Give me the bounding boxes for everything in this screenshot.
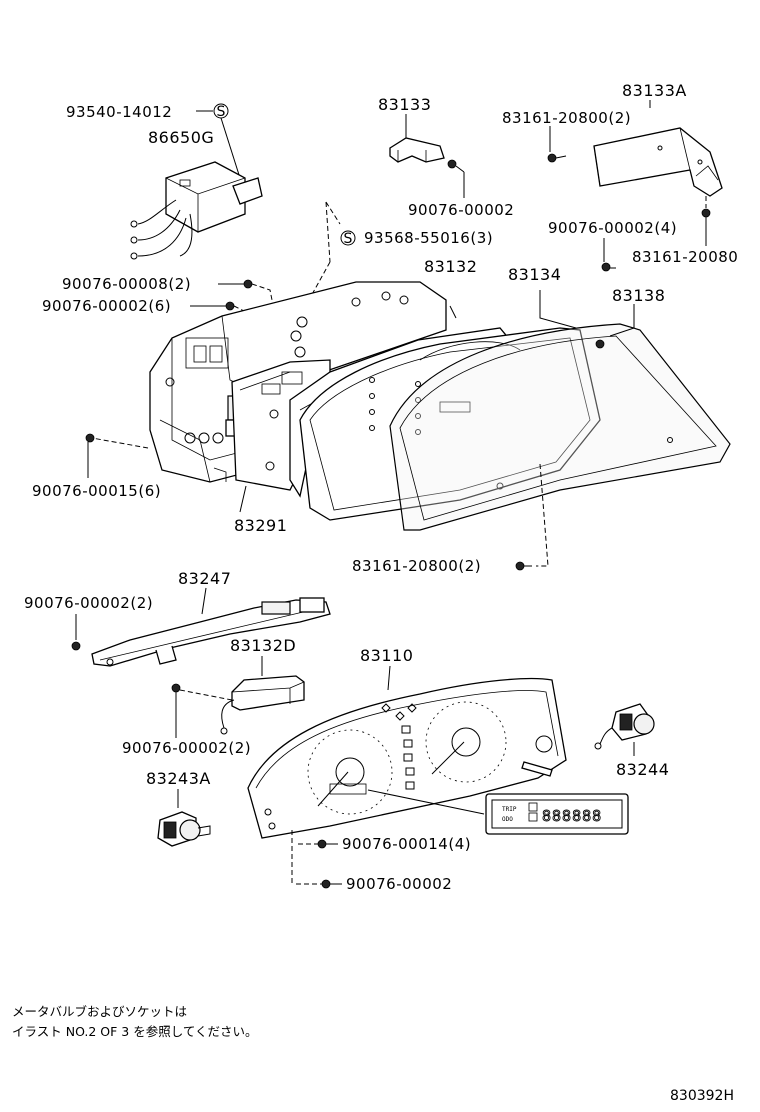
label-90076-00002-2-b: 90076-00002(2)	[122, 739, 251, 757]
label-83133A: 83133A	[622, 81, 687, 100]
label-83291: 83291	[234, 516, 287, 535]
label-83132: 83132	[424, 257, 477, 276]
s-mark-icon-2	[340, 230, 356, 246]
lcd-odo-label: ODO	[502, 816, 513, 823]
cluster-housing-drawing	[85, 281, 731, 571]
label-83134: 83134	[508, 265, 561, 284]
bottom-screws: 90076-00014(4) 90076-00002	[291, 830, 471, 893]
label-90076-00002-bottom: 90076-00002	[346, 875, 452, 893]
label-83244: 83244	[616, 760, 669, 779]
label-90076-00008: 90076-00008(2)	[62, 275, 191, 293]
label-90076-00002-2-a: 90076-00002(2)	[24, 594, 153, 612]
part-93568-drawing: S 93568-55016(3)	[309, 201, 493, 299]
note-line-2: イラスト NO.2 OF 3 を参照してください。	[12, 1024, 258, 1039]
part-83247-drawing: 83247 90076-00002(2)	[24, 569, 331, 667]
part-83133-drawing: 83133 90076-00002	[378, 95, 514, 219]
label-90076-00002-top: 90076-00002	[408, 201, 514, 219]
label-83161-20800-mid: 83161-20800(2)	[352, 557, 481, 575]
lcd-digits: 888888	[542, 807, 602, 825]
label-83133: 83133	[378, 95, 431, 114]
label-93568-55016: 93568-55016(3)	[364, 229, 493, 247]
label-83132D: 83132D	[230, 636, 296, 655]
label-83243A: 83243A	[146, 769, 211, 788]
s-mark-text: S	[217, 104, 226, 120]
label-90076-00002-6: 90076-00002(6)	[42, 297, 171, 315]
label-90076-00014: 90076-00014(4)	[342, 835, 471, 853]
part-83110-drawing: 83110	[247, 646, 567, 839]
note-line-1: メータバルブおよびソケットは	[12, 1004, 187, 1019]
label-83247: 83247	[178, 569, 231, 588]
label-90076-00002-4: 90076-00002(4)	[548, 219, 677, 237]
part-83132D-drawing: 83132D 90076-00002(2)	[122, 636, 305, 757]
s-mark-text-2: S	[344, 231, 353, 247]
part-83244-drawing: 83244	[594, 703, 669, 779]
label-83110: 83110	[360, 646, 413, 665]
label-86650G: 86650G	[148, 128, 214, 147]
odometer-lcd-inset: TRIP ODO 888888	[485, 793, 629, 835]
label-83138: 83138	[612, 286, 665, 305]
figure-code: 830392H	[670, 1088, 734, 1104]
part-83243A-drawing: 83243A	[146, 769, 211, 847]
label-83161-20800-top: 83161-20800(2)	[502, 109, 631, 127]
label-90076-00015: 90076-00015(6)	[32, 482, 161, 500]
label-93540-14012: 93540-14012	[66, 103, 172, 121]
screw-labels-left: 90076-00008(2) 90076-00002(6)	[42, 275, 277, 321]
lcd-trip-label: TRIP	[502, 806, 517, 813]
part-83133A-drawing: 83133A 83161-20800(2) 90076-00002(4) 831…	[502, 81, 738, 272]
part-86650G-drawing: 93540-14012 S 86650G	[66, 103, 263, 260]
label-83161-20080: 83161-20080	[632, 248, 738, 266]
